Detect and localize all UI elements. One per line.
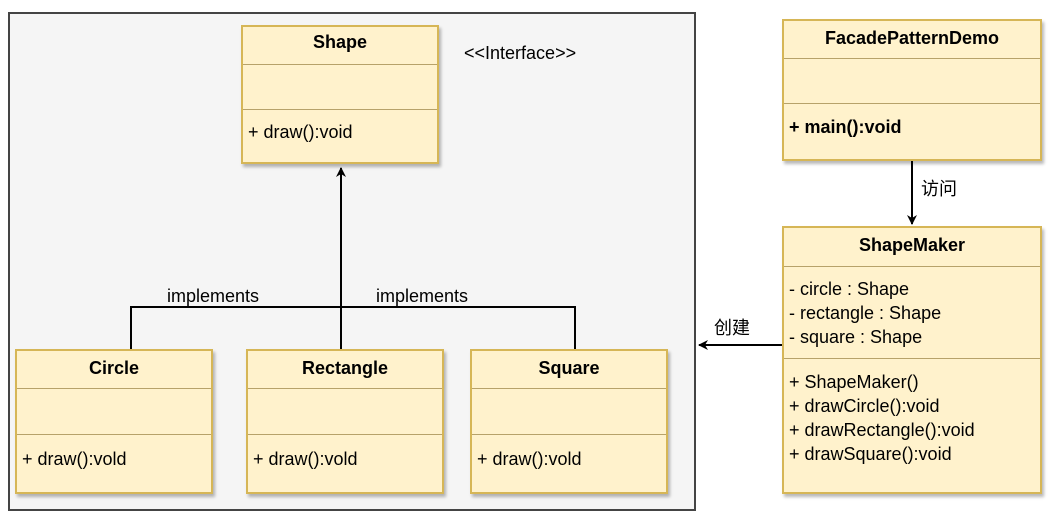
circle-class-divider: [17, 388, 211, 389]
rectangle-class-divider: [248, 388, 442, 389]
square-class[interactable]: Square + draw():vold: [470, 349, 668, 494]
shape-class-operations: + draw():void: [248, 120, 433, 144]
rectangle-class[interactable]: Rectangle + draw():vold: [246, 349, 444, 494]
facade-pattern-demo-class-divider: [784, 58, 1040, 59]
circle-class[interactable]: Circle + draw():vold: [15, 349, 213, 494]
square-class-divider: [472, 388, 666, 389]
shape-class[interactable]: Shape + draw():void: [241, 25, 439, 164]
facade-pattern-demo-class[interactable]: FacadePatternDemo + main():void: [782, 19, 1042, 161]
circle-class-operations: + draw():vold: [22, 447, 207, 471]
operation: + drawRectangle():void: [789, 420, 975, 440]
shape-maker-class-attributes: - circle : Shape - rectangle : Shape - s…: [789, 277, 1036, 349]
interface-stereotype: <<Interface>>: [464, 43, 577, 63]
operation: + draw():vold: [22, 449, 127, 469]
shape-maker-class-divider: [784, 358, 1040, 359]
shape-maker-class-name: ShapeMaker: [858, 235, 966, 255]
attribute: - rectangle : Shape: [789, 303, 942, 323]
rectangle-class-name: Rectangle: [301, 358, 389, 378]
shape-class-name: Shape: [312, 32, 368, 52]
implements-label: implements: [167, 286, 260, 306]
implements-label: implements: [376, 286, 469, 306]
create-label: 创建: [714, 318, 750, 338]
access-label: 访问: [921, 179, 957, 199]
square-class-operations: + draw():vold: [477, 447, 662, 471]
square-class-name: Square: [538, 358, 600, 378]
operation: + main():void: [789, 117, 902, 137]
operation: + drawSquare():void: [789, 444, 952, 464]
rectangle-class-divider: [248, 434, 442, 435]
attribute: - square : Shape: [789, 327, 923, 347]
circle-class-divider: [17, 434, 211, 435]
facade-pattern-demo-class-name: FacadePatternDemo: [824, 28, 1000, 48]
shape-class-divider: [243, 64, 437, 65]
shape-maker-class-operations: + ShapeMaker() + drawCircle():void + dra…: [789, 370, 1036, 466]
operation: + ShapeMaker(): [789, 372, 919, 392]
circle-class-name: Circle: [88, 358, 140, 378]
operation: + drawCircle():void: [789, 396, 940, 416]
operation: + draw():vold: [477, 449, 582, 469]
operation: + draw():void: [248, 122, 353, 142]
facade-pattern-demo-class-divider: [784, 103, 1040, 104]
facade-pattern-demo-class-operations: + main():void: [789, 115, 1036, 139]
shape-maker-class-divider: [784, 266, 1040, 267]
attribute: - circle : Shape: [789, 279, 910, 299]
operation: + draw():vold: [253, 449, 358, 469]
shape-maker-class[interactable]: ShapeMaker - circle : Shape - rectangle …: [782, 226, 1042, 494]
shape-class-divider: [243, 109, 437, 110]
rectangle-class-operations: + draw():vold: [253, 447, 438, 471]
square-class-divider: [472, 434, 666, 435]
implements-connector-circle: [130, 306, 576, 349]
